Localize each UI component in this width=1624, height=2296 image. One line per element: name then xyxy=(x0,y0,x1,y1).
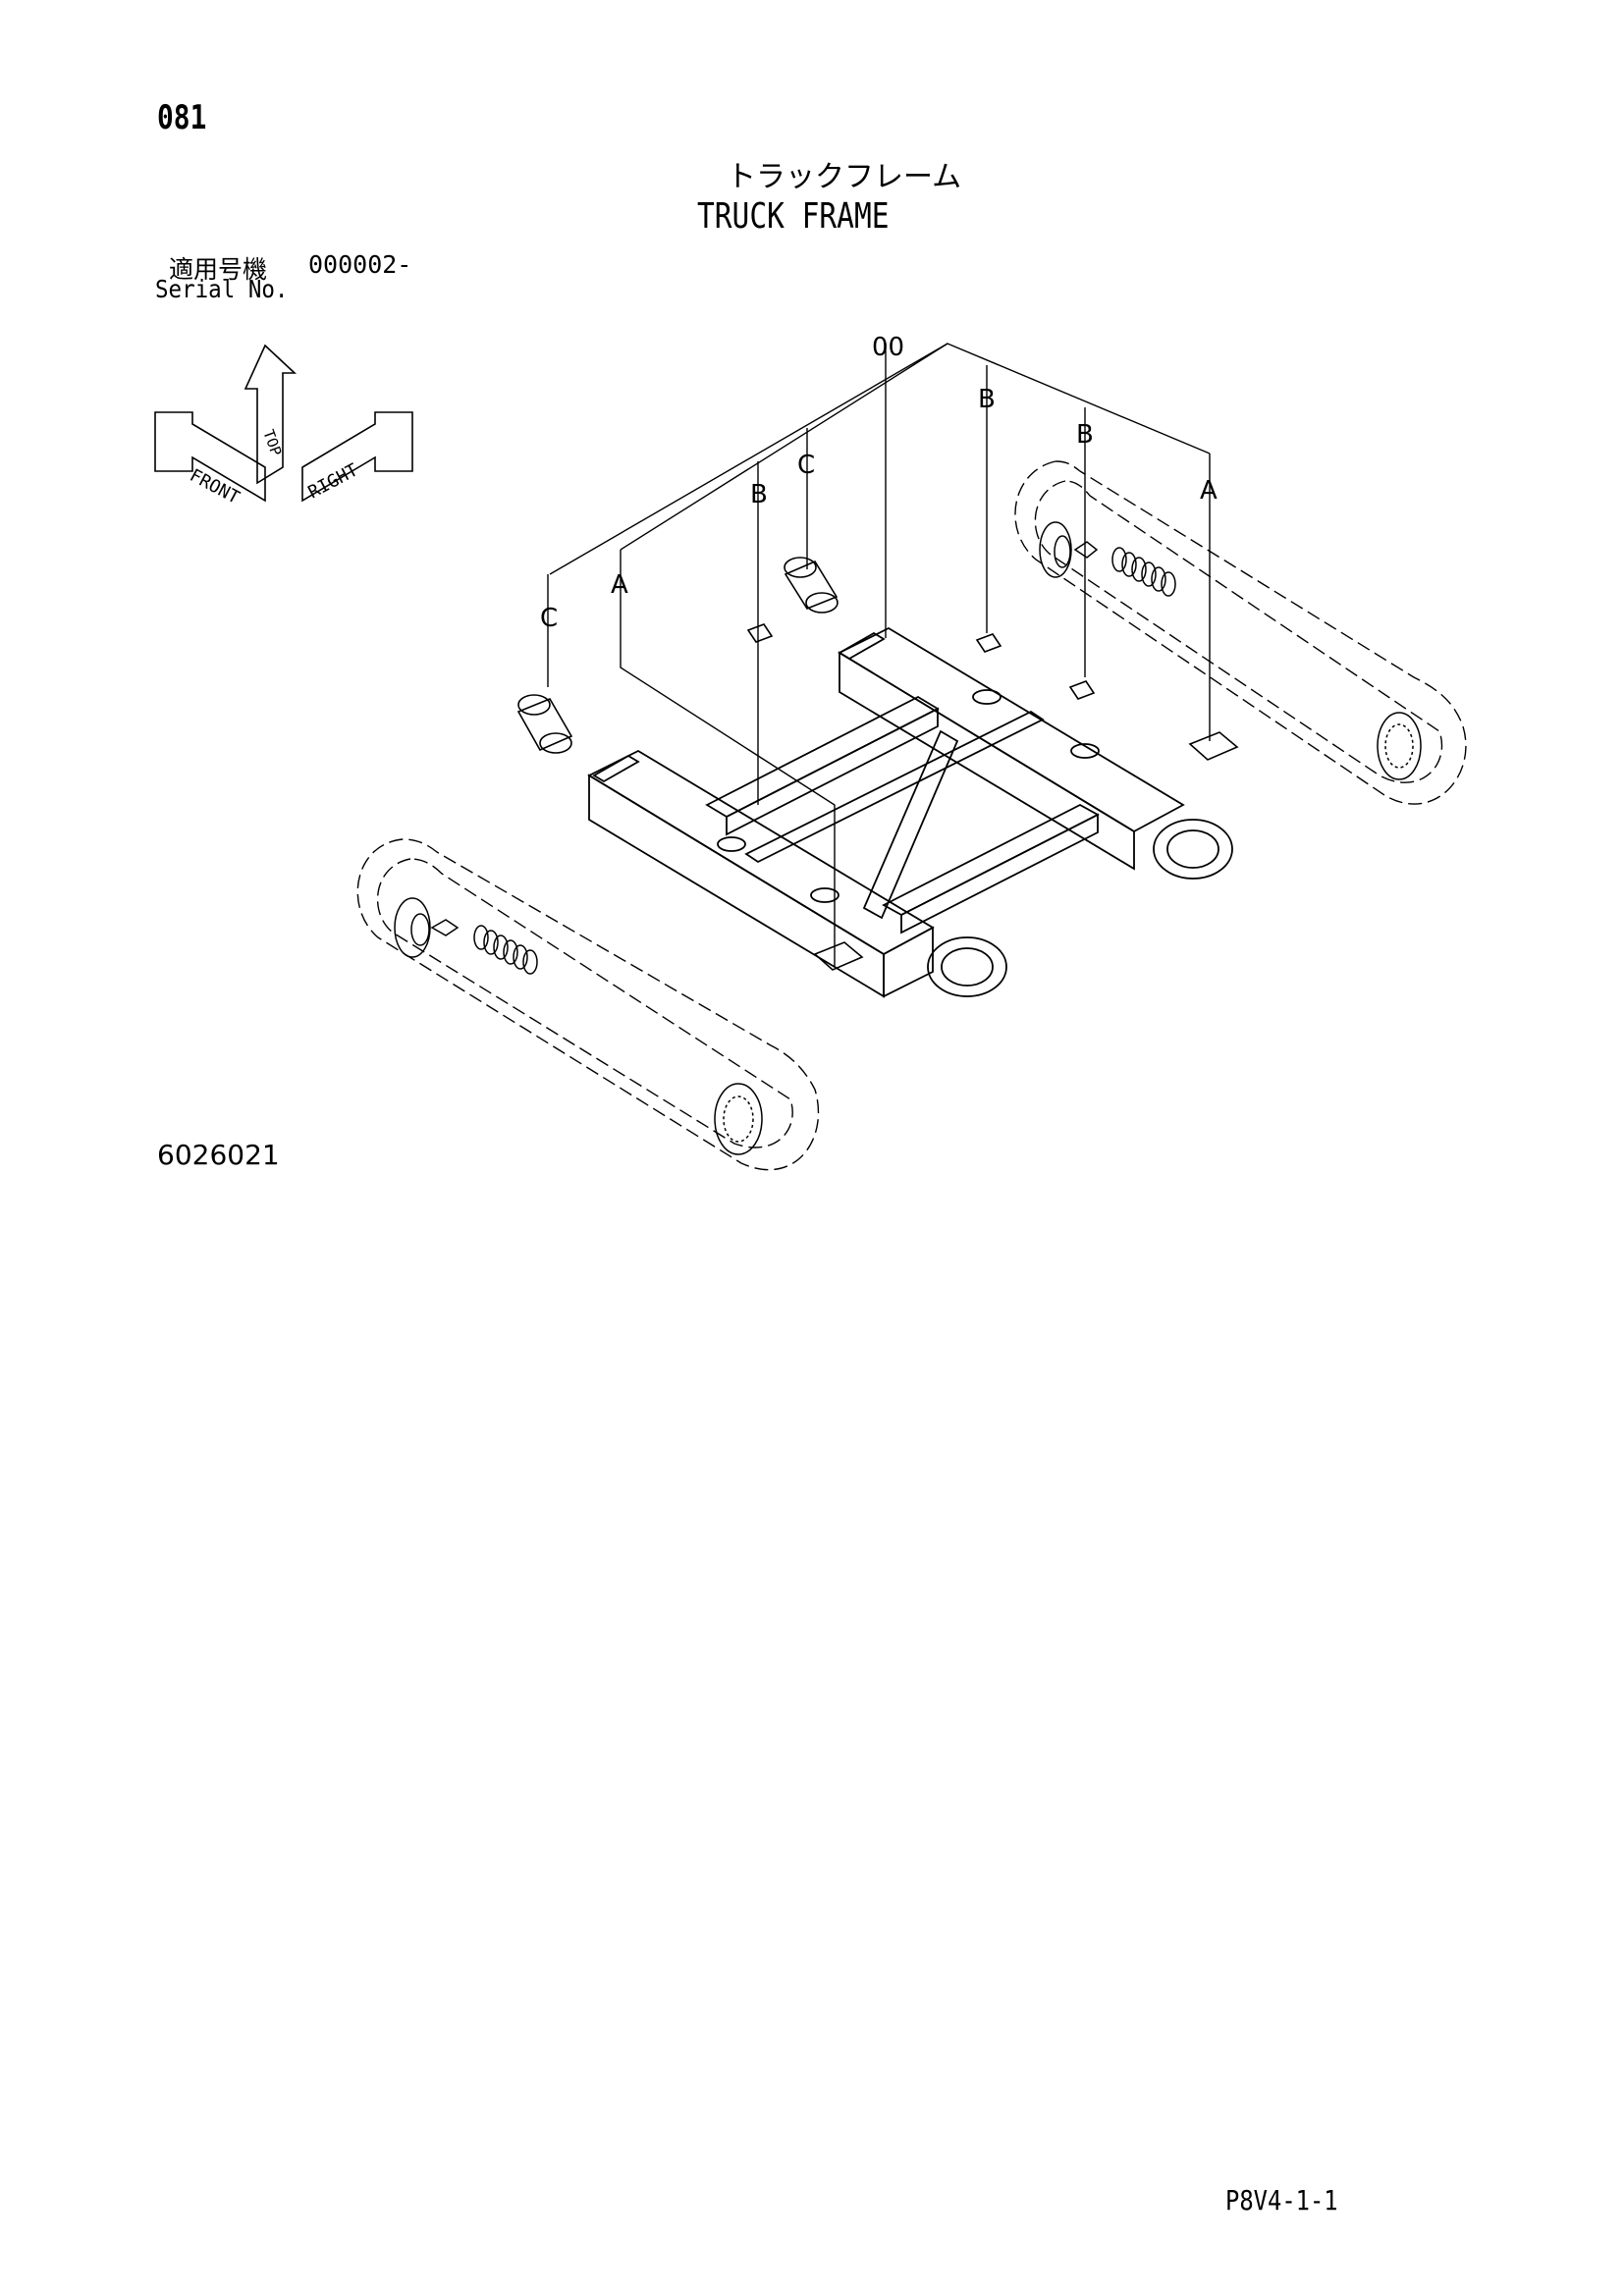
right-recoil-spring xyxy=(1111,547,1176,597)
callout-leaders xyxy=(547,343,1211,967)
figure-number: 6026021 xyxy=(157,1139,280,1171)
front-label: FRONT xyxy=(187,465,244,508)
callout-b-left: B xyxy=(750,480,768,509)
callout-00: 00 xyxy=(872,333,904,362)
orientation-indicator: FRONT RIGHT TOP xyxy=(154,344,413,508)
right-arrow-icon xyxy=(301,411,413,503)
callout-b-right-2: B xyxy=(1076,420,1094,450)
left-idler xyxy=(394,897,460,958)
right-label: RIGHT xyxy=(304,459,361,503)
callout-c-left: C xyxy=(540,604,558,633)
front-arrow-icon xyxy=(154,411,266,503)
top-label: TOP xyxy=(259,427,285,458)
title-english: TRUCK FRAME xyxy=(697,196,890,237)
callout-labels: 00 B B A C B C A xyxy=(540,333,1218,633)
right-sprocket xyxy=(1377,712,1422,780)
truck-frame-diagram: FRONT RIGHT TOP 00 B B A C B C A xyxy=(154,333,1467,1171)
callout-c-top: C xyxy=(797,451,815,480)
right-crawler-track xyxy=(1014,460,1467,805)
loose-parts xyxy=(516,557,1239,971)
page-number: 081 xyxy=(157,98,207,137)
callout-a-left: A xyxy=(611,570,628,600)
left-sprocket xyxy=(714,1083,763,1155)
top-arrow-icon xyxy=(244,344,298,485)
serial-label-english: Serial No. xyxy=(155,275,289,303)
serial-label-japanese: 適用号機 xyxy=(169,255,268,284)
left-recoil-spring xyxy=(473,925,538,975)
left-crawler-track xyxy=(356,838,820,1171)
callout-a-right: A xyxy=(1200,476,1218,506)
serial-value: 000002- xyxy=(308,250,412,279)
title-japanese: トラックフレーム xyxy=(727,160,962,194)
truck-frame-body xyxy=(587,626,1233,998)
right-idler xyxy=(1039,521,1099,578)
callout-b-right-1: B xyxy=(978,385,996,414)
page-code: P8V4-1-1 xyxy=(1225,2184,1338,2216)
